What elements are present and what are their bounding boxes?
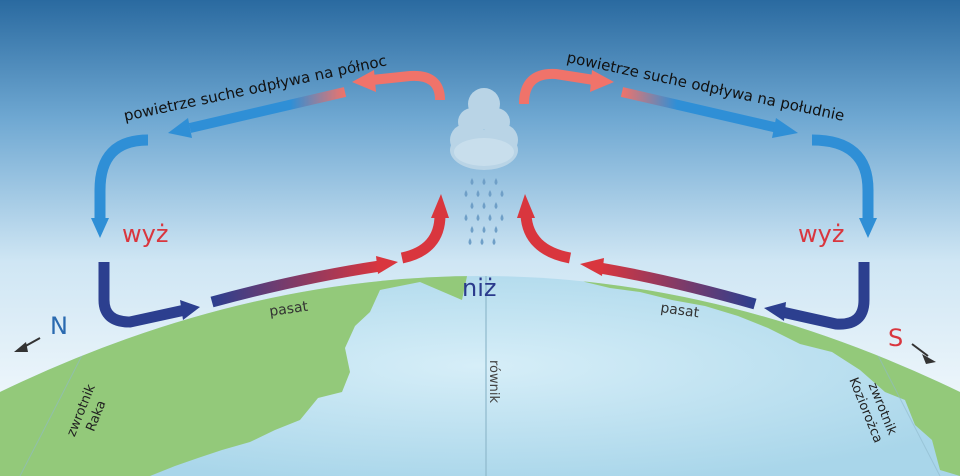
arrow-upper-left-return-head: [168, 118, 192, 138]
arrow-trade-left-head: [376, 256, 398, 274]
arrow-rising-left-head: [431, 194, 449, 218]
arrow-upper-left-outflow-head: [352, 70, 376, 92]
cloud-icon: [450, 88, 518, 170]
rain-drop: [476, 214, 480, 221]
rain-drops-icon: [464, 178, 504, 245]
arrow-descending-right: [811, 134, 874, 222]
arrow-rising-left: [400, 214, 446, 264]
arrow-rising-right: [520, 214, 572, 264]
arrow-surface-right-start-head: [764, 302, 786, 321]
rain-drop: [482, 226, 486, 233]
arrow-rising-right-head: [517, 194, 535, 218]
rain-drop: [470, 202, 474, 209]
arrow-descending-left: [94, 134, 149, 222]
label-high-right: wyż: [798, 220, 844, 248]
rain-drop: [470, 226, 474, 233]
arrow-trade-left: [210, 260, 381, 308]
rain-drop: [492, 238, 496, 245]
rain-drop: [494, 202, 498, 209]
rain-drop: [482, 178, 486, 185]
label-north: N: [50, 312, 68, 340]
arrow-descending-right-head: [859, 218, 877, 238]
label-trade-wind-left: pasat: [268, 299, 309, 320]
rain-drop: [476, 190, 480, 197]
north-arrow-head-icon: [14, 342, 28, 352]
arrow-upper-right-outflow: [519, 68, 595, 105]
rain-drop: [500, 214, 504, 221]
south-indicator: S: [888, 324, 936, 364]
rain-drop: [488, 190, 492, 197]
rain-drop: [488, 214, 492, 221]
arrow-surface-left-start-head: [180, 300, 200, 320]
arrow-surface-left-start: [98, 262, 187, 328]
label-trade-wind-right: pasat: [659, 300, 700, 321]
north-indicator: N: [14, 312, 68, 352]
arrow-upper-right-return: [620, 87, 780, 133]
arrow-surface-right-start: [780, 262, 870, 330]
arrow-upper-left-return: [188, 87, 347, 133]
arrow-upper-right-return-head: [772, 118, 798, 138]
rain-drop: [464, 190, 468, 197]
rain-drop: [470, 178, 474, 185]
label-low: niż: [462, 274, 496, 302]
rain-drop: [494, 178, 498, 185]
south-arrow-icon: [911, 343, 929, 357]
rain-drop: [480, 238, 484, 245]
rain-drop: [482, 202, 486, 209]
rain-drop: [468, 238, 472, 245]
label-high-left: wyż: [122, 220, 168, 248]
arrow-trade-right-head: [580, 258, 604, 276]
rain-drop: [494, 226, 498, 233]
label-equator: równik: [486, 360, 501, 403]
south-arrow-head-icon: [922, 354, 936, 364]
arrow-descending-left-head: [91, 218, 109, 238]
rain-drop: [464, 214, 468, 221]
arrow-upper-right-outflow-head: [590, 70, 614, 92]
arrow-upper-left-outflow: [371, 70, 445, 101]
arrow-trade-right: [599, 262, 757, 310]
label-south: S: [888, 324, 903, 352]
rain-drop: [500, 190, 504, 197]
